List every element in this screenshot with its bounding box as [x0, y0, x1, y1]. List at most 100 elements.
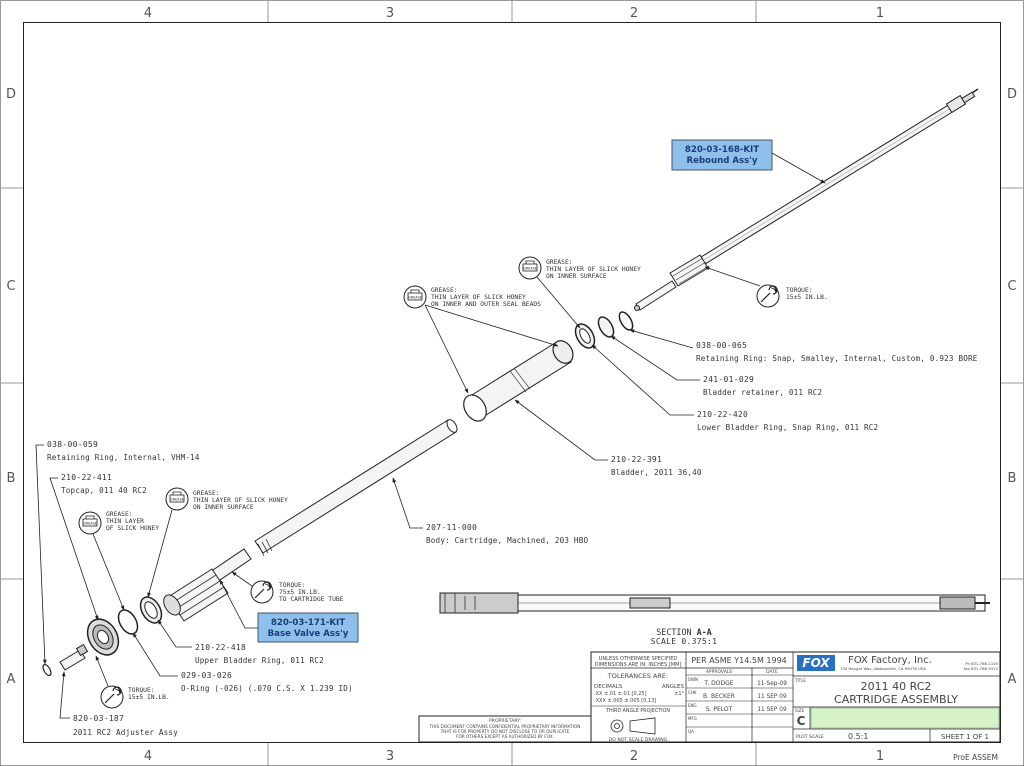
zone-left-c: C [6, 279, 15, 294]
zone-right-c: C [1007, 279, 1016, 294]
base-valve-kit-name: Base Valve Ass'y [268, 629, 349, 639]
svg-text:Lower Bladder Ring, Snap Ring,: Lower Bladder Ring, Snap Ring, 011 RC2 [697, 423, 878, 432]
svg-text:Retaining Ring, Internal, VHM-: Retaining Ring, Internal, VHM-14 [47, 453, 200, 462]
rebound-kit-name: Rebound Ass'y [687, 156, 758, 166]
callout-241-01-029: 241-01-029 Bladder retainer, 011 RC2 [610, 335, 822, 397]
grease-icon [518, 256, 542, 280]
svg-text:OF SLICK HONEY: OF SLICK HONEY [106, 525, 159, 532]
svg-text:Upper Bladder Ring, 011 RC2: Upper Bladder Ring, 011 RC2 [195, 656, 324, 665]
zone-bottom-2: 2 [630, 749, 638, 764]
lower-bladder-ring [574, 323, 596, 349]
svg-text:DIMENSIONS ARE IN: INCHES [MM]: DIMENSIONS ARE IN: INCHES [MM] [595, 662, 682, 668]
svg-text:DATE: DATE [766, 669, 778, 675]
svg-text:CHK: CHK [688, 690, 697, 695]
fox-logo: FOX [797, 655, 835, 671]
svg-text:.XXX ±.005 ±.005 [0,13]: .XXX ±.005 ±.005 [0,13] [594, 698, 656, 704]
bladder-retainer [597, 316, 615, 338]
svg-text:TITLE: TITLE [794, 678, 806, 683]
grease-note-inner-top: GREASE: THIN LAYER OF SLICK HONEY ON INN… [518, 256, 641, 329]
svg-text:038-00-065: 038-00-065 [696, 341, 747, 350]
svg-text:GREASE:: GREASE: [106, 511, 133, 518]
torque-note-rebound: TORQUE: 15±5 IN.LB. [704, 266, 828, 307]
svg-text:S. PELOT: S. PELOT [706, 706, 733, 713]
svg-text:THIRD ANGLE PROJECTION: THIRD ANGLE PROJECTION [605, 708, 670, 714]
grease-note-inner-bottom: GREASE: THIN LAYER OF SLICK HONEY ON INN… [147, 487, 288, 598]
svg-text:Retaining Ring: Snap, Smalley,: Retaining Ring: Snap, Smalley, Internal,… [696, 354, 978, 363]
svg-text:GREASE:: GREASE: [193, 490, 220, 497]
callout-210-22-418: 210-22-418 Upper Bladder Ring, 011 RC2 [157, 619, 324, 665]
svg-text:THAT IS FOX PROPERTY. DO NOT: THAT IS FOX PROPERTY. DO NOT DISCLOSE TO… [440, 729, 570, 734]
svg-text:ON INNER SURFACE: ON INNER SURFACE [546, 273, 607, 280]
zone-top-4: 4 [144, 6, 152, 21]
zone-top-1: 1 [876, 6, 884, 21]
torque-wrench-icon [101, 686, 123, 708]
third-angle-projection-icon [610, 717, 656, 735]
callout-207-11-000: 207-11-000 Body: Cartridge, Machined, 20… [392, 477, 588, 545]
cartridge-body [254, 419, 458, 557]
svg-text:O-Ring (-026) (.070 C.S. X 1.2: O-Ring (-026) (.070 C.S. X 1.239 ID) [181, 684, 353, 693]
svg-text:SHEET 1 OF 1: SHEET 1 OF 1 [941, 733, 989, 741]
grease-note-thin-layer: GREASE: THIN LAYER OF SLICK HONEY [78, 511, 159, 611]
callout-210-22-420: 210-22-420 Lower Bladder Ring, Snap Ring… [591, 344, 878, 432]
svg-text:Bladder, 2011 36,40: Bladder, 2011 36,40 [611, 468, 702, 477]
zone-left-b: B [7, 471, 16, 486]
svg-text:UNLESS OTHERWISE SPECIFIED: UNLESS OTHERWISE SPECIFIED [599, 656, 678, 662]
svg-text:Topcap, 011 40 RC2: Topcap, 011 40 RC2 [61, 486, 147, 495]
svg-text:130 Hangar Way, Watsonville, C: 130 Hangar Way, Watsonville, CA 95076 US… [840, 666, 926, 671]
o-ring [117, 609, 139, 635]
rebound-shaft [634, 88, 979, 311]
svg-text:Ph 831-768-1100: Ph 831-768-1100 [965, 661, 998, 666]
svg-text:DECIMALS: DECIMALS [594, 684, 623, 690]
svg-text:038-00-059: 038-00-059 [47, 440, 98, 449]
svg-text:11 SEP 09: 11 SEP 09 [757, 694, 787, 700]
svg-text:QA: QA [688, 729, 694, 734]
rebound-kit-label: 820-03-168-KIT Rebound Ass'y [671, 139, 826, 184]
footer-label: ProE ASSEM [953, 753, 998, 762]
svg-text:TORQUE:: TORQUE: [128, 687, 155, 694]
svg-text:DO NOT SCALE DRAWING: DO NOT SCALE DRAWING [609, 737, 668, 743]
callout-038-00-065: 038-00-065 Retaining Ring: Snap, Smalley… [629, 329, 978, 363]
zone-bottom-3: 3 [386, 749, 394, 764]
svg-text:210-22-411: 210-22-411 [61, 473, 112, 482]
svg-text:FOR OTHERS EXCEPT AS AUTHORIZE: FOR OTHERS EXCEPT AS AUTHORIZED BY FOX. [456, 734, 554, 739]
svg-text:820-03-187: 820-03-187 [73, 714, 124, 723]
section-view [439, 592, 990, 614]
svg-text:PER ASME Y14.5M 1994: PER ASME Y14.5M 1994 [691, 656, 787, 665]
svg-text:210-22-420: 210-22-420 [697, 410, 748, 419]
grease-icon [78, 511, 102, 535]
svg-text:DWN: DWN [688, 677, 698, 682]
svg-text:PLOT SCALE: PLOT SCALE [796, 734, 824, 740]
drawing-title-line2: CARTRIDGE ASSEMBLY [834, 693, 958, 706]
svg-text:2011 RC2 Adjuster Assy: 2011 RC2 Adjuster Assy [73, 728, 178, 737]
svg-text:TOLERANCES ARE:: TOLERANCES ARE: [607, 672, 668, 680]
svg-text:GREASE:: GREASE: [431, 287, 458, 294]
zone-bottom-4: 4 [144, 749, 152, 764]
base-valve-kit-number: 820-03-171-KIT [271, 618, 345, 628]
grease-icon [165, 487, 189, 511]
svg-text:0.5:1: 0.5:1 [848, 732, 869, 741]
callout-820-03-187: 820-03-187 2011 RC2 Adjuster Assy [59, 671, 178, 737]
callout-210-22-391: 210-22-391 Bladder, 2011 36,40 [514, 399, 702, 477]
svg-text:15±5 IN.LB.: 15±5 IN.LB. [786, 294, 828, 301]
svg-text:FOX: FOX [802, 656, 830, 670]
svg-text:GREASE:: GREASE: [546, 259, 573, 266]
svg-text:241-01-029: 241-01-029 [703, 375, 754, 384]
torque-wrench-icon [251, 581, 273, 603]
torque-wrench-icon [757, 285, 779, 307]
svg-text:ON INNER AND OUTER SEAL BEADS: ON INNER AND OUTER SEAL BEADS [431, 301, 541, 308]
title-block: UNLESS OTHERWISE SPECIFIED DIMENSIONS AR… [418, 651, 1001, 743]
svg-text:Fax 831-768-9312: Fax 831-768-9312 [963, 666, 998, 671]
svg-text:207-11-000: 207-11-000 [426, 523, 477, 532]
svg-text:Body: Cartridge, Machined, 203: Body: Cartridge, Machined, 203 HBO [426, 536, 588, 545]
adjuster-part [59, 643, 89, 671]
company-name: FOX Factory, Inc. [848, 655, 932, 666]
torque-note-adjuster: TORQUE: 15±5 IN.LB. [95, 655, 170, 708]
drawing-size: C [797, 714, 806, 728]
svg-text:B. BECKER: B. BECKER [703, 693, 735, 700]
svg-text:210-22-391: 210-22-391 [611, 455, 662, 464]
svg-text:Bladder retainer, 011 RC2: Bladder retainer, 011 RC2 [703, 388, 822, 397]
svg-text:THIS DOCUMENT CONTAINS CONFIDE: THIS DOCUMENT CONTAINS CONFIDENTIAL PROP… [429, 724, 581, 729]
svg-text:THIN LAYER OF SLICK HONEY: THIN LAYER OF SLICK HONEY [546, 266, 641, 273]
svg-text:THIN LAYER OF SLICK HONEY: THIN LAYER OF SLICK HONEY [193, 497, 288, 504]
svg-text:T. DODGE: T. DODGE [703, 680, 733, 687]
